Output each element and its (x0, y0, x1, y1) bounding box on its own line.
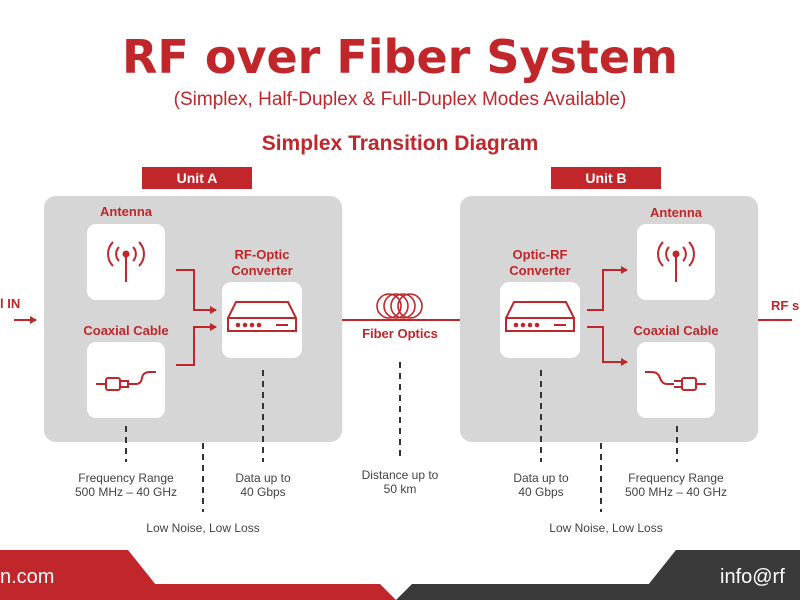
unit-b-coax-label: Coaxial Cable (633, 323, 719, 338)
unit-b-converter-card (500, 282, 580, 358)
page-title: RF over Fiber System (122, 30, 678, 84)
unit-b-antenna-arrow (587, 266, 628, 311)
unit-b-converter-label-2: Converter (509, 263, 571, 278)
data-rate-b-line2: 40 Gbps (518, 485, 564, 499)
noise-note-a: Low Noise, Low Loss (146, 521, 260, 535)
data-rate-b-line1: Data up to (513, 471, 569, 485)
footer-website[interactable]: n.com (0, 566, 55, 588)
diagram-title: Simplex Transition Diagram (261, 132, 539, 155)
data-rate-a-line1: Data up to (235, 471, 291, 485)
freq-range-a-line1: Frequency Range (78, 471, 174, 485)
unit-a-antenna-label: Antenna (100, 204, 152, 219)
footer-dark-strip (396, 584, 800, 600)
unit-a-converter-card (222, 282, 302, 358)
unit-b-coax-arrow (587, 326, 628, 366)
antenna-icon (657, 241, 695, 282)
distance-line1: Distance up to (361, 468, 439, 482)
distance-line2: 50 km (383, 482, 417, 496)
freq-range-b-line1: Frequency Range (628, 471, 724, 485)
signal-out-label: RF s (771, 298, 800, 313)
antenna-icon (107, 241, 145, 282)
converter-device-icon (505, 301, 575, 332)
unit-a-converter-label-2: Converter (231, 263, 293, 278)
fiber-optics-label: Fiber Optics (362, 326, 438, 341)
footer-red-strip (0, 584, 396, 600)
unit-b-antenna-label: Antenna (650, 205, 702, 220)
unit-a-antenna-arrow (176, 269, 217, 314)
unit-a-label: Unit A (142, 167, 252, 189)
freq-range-a-line2: 500 MHz – 40 GHz (74, 485, 178, 499)
footer-email[interactable]: info@rf (720, 566, 785, 588)
fiber-coil-icon (376, 293, 423, 319)
unit-b-converter-label-1: Optic-RF (512, 247, 568, 262)
coax-cable-icon (96, 371, 156, 391)
converter-device-icon (227, 301, 297, 332)
unit-a-coax-arrow (176, 323, 217, 366)
leader-lines (125, 362, 678, 512)
data-rate-a-line2: 40 Gbps (240, 485, 286, 499)
signal-in-label: l IN (0, 296, 21, 311)
noise-note-b: Low Noise, Low Loss (549, 521, 663, 535)
unit-a-coax-label: Coaxial Cable (83, 323, 169, 338)
coax-cable-icon (645, 371, 706, 391)
unit-a-converter-label-1: RF-Optic (234, 247, 290, 262)
unit-b-label: Unit B (551, 167, 661, 189)
freq-range-b-line2: 500 MHz – 40 GHz (624, 485, 728, 499)
page-subtitle: (Simplex, Half-Duplex & Full-Duplex Mode… (173, 89, 627, 110)
